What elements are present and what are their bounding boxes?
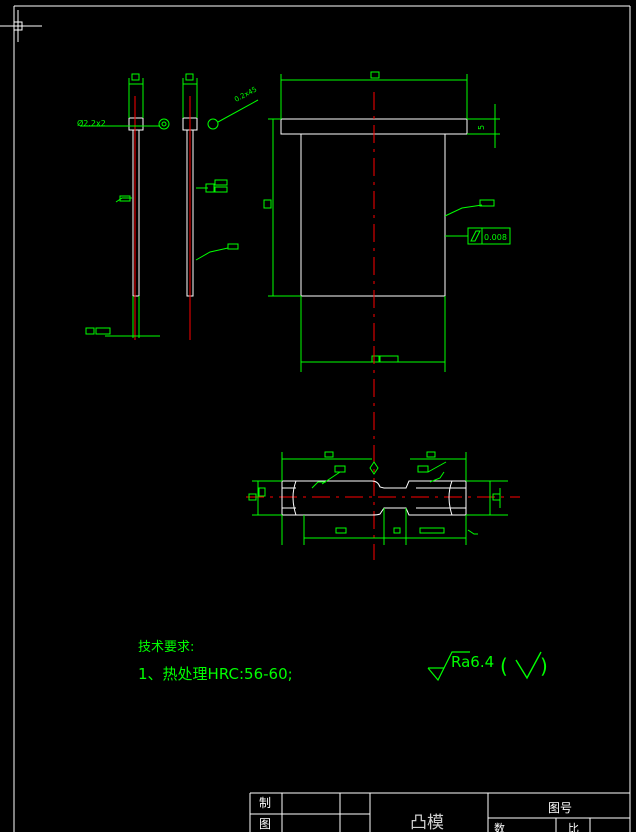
surface-roughness-icon: Ra6.4 ( ) xyxy=(427,651,548,682)
pin-diameter-label: Ø2.2x2 xyxy=(77,118,106,128)
title-block-scale: 比 xyxy=(568,822,579,832)
title-block-made-by: 制 xyxy=(259,796,271,810)
title-block xyxy=(249,792,630,832)
flange-thickness-label: 5 xyxy=(477,125,486,130)
drawing-frame xyxy=(13,5,631,832)
pin-view-front: Ø2.2x2 xyxy=(77,73,170,340)
roughness-paren-close: ) xyxy=(540,654,548,678)
roughness-paren-open: ( xyxy=(500,654,508,678)
pin-view-side: 0.2x45 xyxy=(182,73,258,340)
crosshair-cursor-icon[interactable] xyxy=(0,10,42,42)
punch-main-view: 5 0.008 xyxy=(263,71,511,372)
pin-chamfer-label: 0.2x45 xyxy=(233,85,258,103)
tech-requirements-title: 技术要求: xyxy=(138,640,194,655)
tech-requirements: 技术要求: 1、热处理HRC:56-60; xyxy=(138,640,293,683)
section-view xyxy=(246,346,520,560)
flatness-value-label: 0.008 xyxy=(484,233,507,242)
title-block-quantity: 数 xyxy=(494,822,505,832)
title-block-drawing-number: 图号 xyxy=(548,801,572,815)
tech-requirement-item-1: 1、热处理HRC:56-60; xyxy=(138,665,293,683)
title-block-part-name: 凸模 xyxy=(410,813,444,832)
roughness-value: Ra6.4 xyxy=(451,653,494,671)
title-block-drawn-by: 图 xyxy=(259,817,271,831)
